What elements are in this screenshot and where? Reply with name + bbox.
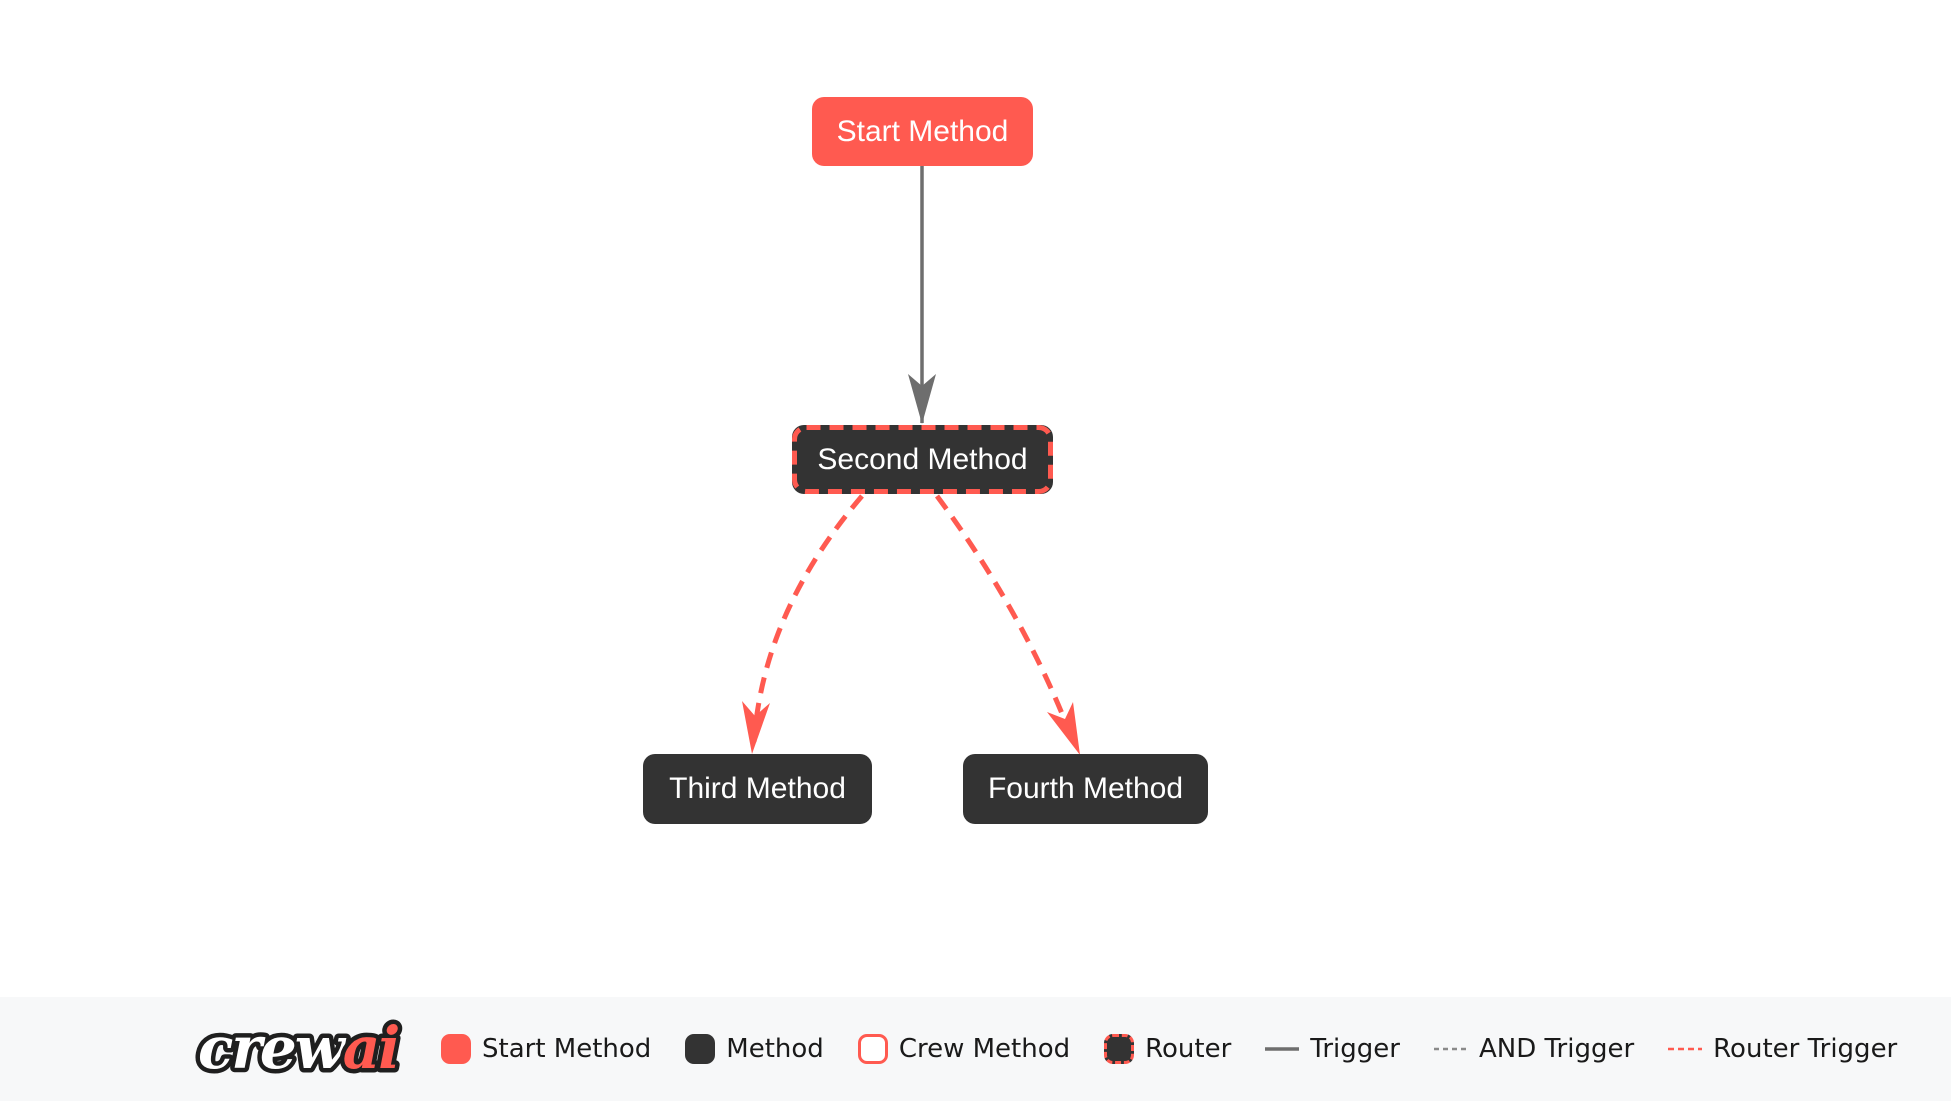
crewai-logo: crewai bbox=[194, 1010, 405, 1087]
svg-text:crewai: crewai bbox=[198, 1014, 398, 1082]
legend-footer: crewai Start Method Method Crew Method R… bbox=[0, 997, 1951, 1101]
legend-label: Router Trigger bbox=[1713, 1034, 1898, 1064]
start-method-swatch-icon bbox=[441, 1034, 471, 1064]
and-trigger-line-icon bbox=[1433, 1047, 1468, 1051]
legend-label: Crew Method bbox=[898, 1034, 1071, 1064]
router-trigger-edge-left bbox=[751, 494, 864, 743]
legend-label: Router bbox=[1145, 1034, 1232, 1064]
node-label: Start Method bbox=[836, 114, 1009, 148]
node-label: Fourth Method bbox=[987, 772, 1184, 805]
arrowhead-icon bbox=[1047, 702, 1080, 755]
node-label: Second Method bbox=[817, 442, 1028, 476]
legend-label: Trigger bbox=[1310, 1034, 1400, 1064]
legend-item-start-method: Start Method bbox=[441, 1034, 651, 1064]
method-swatch-icon bbox=[685, 1034, 716, 1064]
legend-item-method: Method bbox=[685, 1034, 824, 1064]
router-trigger-edge-right bbox=[934, 494, 1074, 737]
node-start-method[interactable]: Start Method bbox=[812, 97, 1033, 166]
legend-item-router-trigger: Router Trigger bbox=[1668, 1034, 1897, 1064]
legend-label: AND Trigger bbox=[1478, 1034, 1635, 1064]
router-trigger-line-icon bbox=[1668, 1047, 1703, 1051]
legend-item-trigger: Trigger bbox=[1265, 1034, 1400, 1064]
legend-item-router: Router bbox=[1104, 1034, 1231, 1064]
node-third-method[interactable]: Third Method bbox=[643, 754, 872, 824]
arrowhead-icon bbox=[908, 374, 936, 424]
node-label: Third Method bbox=[669, 772, 846, 805]
node-second-method[interactable]: Second Method bbox=[792, 425, 1053, 494]
node-fourth-method[interactable]: Fourth Method bbox=[963, 754, 1208, 824]
legend-label: Method bbox=[726, 1034, 824, 1064]
trigger-line-icon bbox=[1265, 1047, 1300, 1051]
logo-text-ai: ai bbox=[343, 1014, 399, 1082]
legend-item-crew-method: Crew Method bbox=[857, 1034, 1071, 1064]
legend: Start Method Method Crew Method Router T… bbox=[441, 1034, 1897, 1064]
crew-method-swatch-icon bbox=[857, 1034, 888, 1064]
logo-text-crew: crew bbox=[198, 1014, 347, 1082]
flow-canvas[interactable]: Start Method Second Method Third Method … bbox=[0, 0, 1951, 997]
legend-label: Start Method bbox=[482, 1034, 652, 1064]
legend-item-and-trigger: AND Trigger bbox=[1433, 1034, 1635, 1064]
arrowhead-icon bbox=[742, 701, 770, 754]
router-swatch-icon bbox=[1104, 1034, 1135, 1064]
